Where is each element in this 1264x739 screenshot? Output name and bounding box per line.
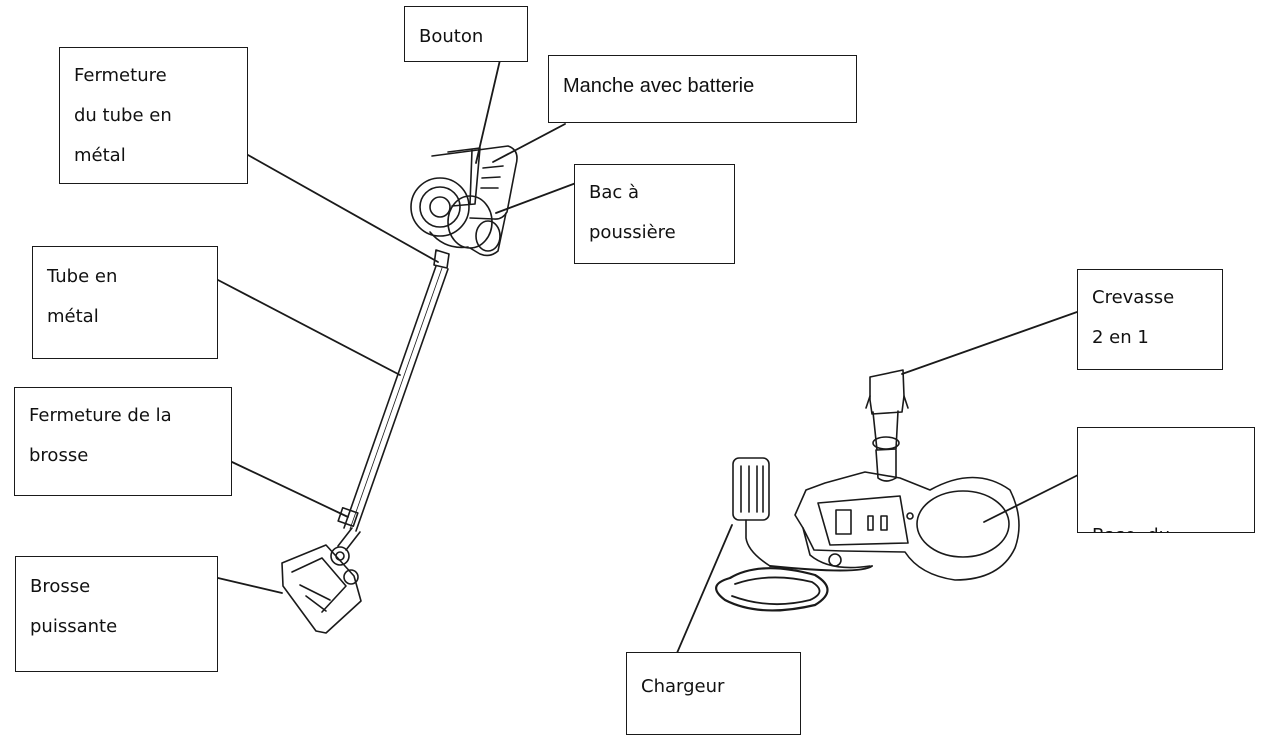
crevice-tool-icon (865, 369, 909, 482)
label-manche-avec-batterie: Manche avec batterie (548, 55, 857, 123)
label-crevasse-2-en-1: Crevasse 2 en 1 (1077, 269, 1223, 370)
label-bac-a-poussiere: Bac à poussière (574, 164, 735, 264)
label-fermeture-de-la-brosse: Fermeture de la brosse (14, 387, 232, 496)
power-brush-icon (281, 527, 362, 634)
leader-lines (217, 59, 1079, 654)
label-chargeur: Chargeur (626, 652, 801, 735)
label-fermeture-tube: Fermeture du tube en métal (59, 47, 248, 184)
label-tube-en-metal: Tube en métal (32, 246, 218, 359)
metal-tube-icon (337, 249, 450, 532)
charging-base-icon (794, 471, 1020, 581)
label-brosse-puissante: Brosse puissante (15, 556, 218, 672)
label-bouton: Bouton (404, 6, 528, 62)
label-base-du-chargeur: Base du chargeur (1077, 427, 1255, 533)
dust-bin-icon (410, 177, 501, 252)
vacuum-handle-icon (431, 145, 518, 257)
charger-icon (715, 457, 873, 612)
